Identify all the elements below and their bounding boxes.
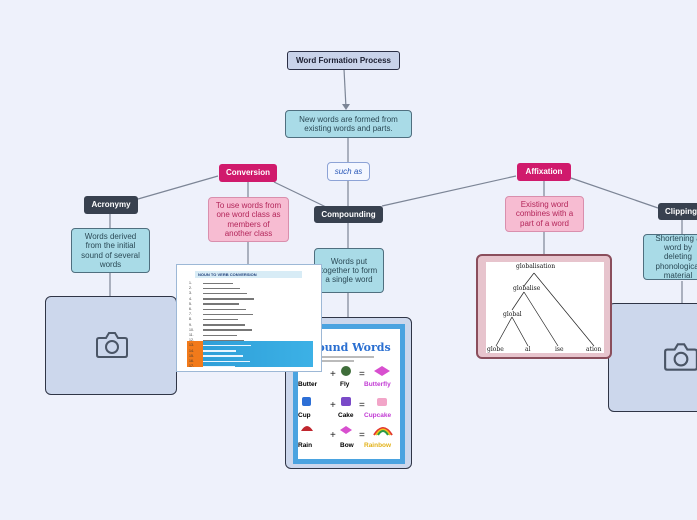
compound-result-word: Cupcake [364,412,392,419]
root-node[interactable]: Word Formation Process [287,51,400,70]
svg-text:+: + [330,369,336,380]
conversion-list-row: 3. [189,291,192,296]
conversion-row-text [203,318,238,321]
compound-words-pictures: + = + = + = [301,366,393,441]
conversion-row-text [203,355,243,357]
conversion-list-row: 15. [189,353,194,358]
conversion-list-row: 6. [189,307,192,311]
conversion-row-text [203,334,237,336]
conversion-list-row: 16. [189,359,194,363]
compound-left-word: Cup [298,412,311,419]
conversion-list-row: 11. [189,333,194,337]
conversion-row-text [203,324,245,326]
compound-mid-word: Fly [340,381,350,388]
conversion-list-row: 13. [189,343,194,348]
conversion-row-text [203,303,239,305]
compound-left-word: Rain [298,442,313,449]
conversion-row-text [203,360,250,362]
svg-text:=: = [359,430,365,441]
camera-icon [96,332,128,358]
tree-label: globalise [513,285,541,292]
conversion-row-text [203,365,235,368]
compounding-description[interactable]: Words put together to form a single word [314,248,384,293]
conversion-row-text [203,282,233,284]
camera-icon [664,343,697,371]
compound-result-word: Butterfly [364,381,391,388]
conversion-list-row: 4. [189,296,192,301]
conversion-list-row: 8. [189,317,192,322]
tree-label: globe [487,346,504,353]
conversion-row-text [203,313,253,316]
clipping-node[interactable]: Clipping [658,203,697,220]
conversion-description[interactable]: To use words from one word class as memb… [208,197,289,242]
svg-text:+: + [330,430,336,441]
acronymy-image-placeholder[interactable] [45,296,177,395]
conversion-list-row: 10. [189,327,194,332]
conversion-list-row: 2. [189,286,192,291]
conversion-row-text [203,329,252,331]
conversion-image-title: NOUN TO VERB CONVERSION [195,271,302,278]
conversion-row-text [203,344,251,347]
compound-mid-word: Cake [338,412,354,419]
clipping-image-placeholder[interactable] [608,303,697,412]
conversion-list-row: 1. [189,281,192,285]
conversion-list-row: 7. [189,312,192,317]
conversion-row-text [203,298,254,300]
conversion-row-text [203,308,246,310]
conversion-row-text [203,287,240,290]
tree-label: ation [586,346,602,353]
conversion-list-row: 12. [189,338,194,343]
affixation-image-frame[interactable]: globalisation globalise global globe al … [476,254,612,359]
clipping-description[interactable]: Shortening a word by deleting phonologic… [643,234,697,280]
svg-text:=: = [359,400,365,411]
compound-left-word: Butter [298,381,318,388]
tree-label: globalisation [516,263,556,270]
conversion-list-row: 17. [189,364,194,369]
morphology-tree [495,272,595,347]
svg-text:+: + [330,400,336,411]
compound-mid-word: Bow [340,442,354,449]
acronymy-node[interactable]: Acronymy [84,196,138,214]
definition-node[interactable]: New words are formed from existing words… [285,110,412,138]
tree-label: ise [555,346,564,353]
tree-label: al [525,346,531,353]
affixation-description[interactable]: Existing word combines with a part of a … [505,196,584,232]
such-as-connector[interactable]: such as [327,162,370,181]
conversion-list-row: 14. [189,348,194,353]
conversion-image[interactable]: NOUN TO VERB CONVERSION 1.2.3.4.5.6.7.8.… [176,264,322,372]
svg-text:=: = [359,369,365,380]
affixation-node[interactable]: Affixation [517,163,571,181]
conversion-row-text [203,350,236,352]
tree-label: global [503,311,522,318]
affixation-tree-image: globalisation globalise global globe al … [486,262,604,353]
conversion-row-text [203,292,247,295]
acronymy-description[interactable]: Words derived from the initial sound of … [71,228,150,273]
conversion-list-row: 5. [189,301,192,306]
compound-result-word: Rainbow [364,442,392,449]
conversion-list-row: 9. [189,322,192,327]
compounding-node[interactable]: Compounding [314,206,383,223]
conversion-node[interactable]: Conversion [219,164,277,182]
conversion-row-text [203,339,244,342]
